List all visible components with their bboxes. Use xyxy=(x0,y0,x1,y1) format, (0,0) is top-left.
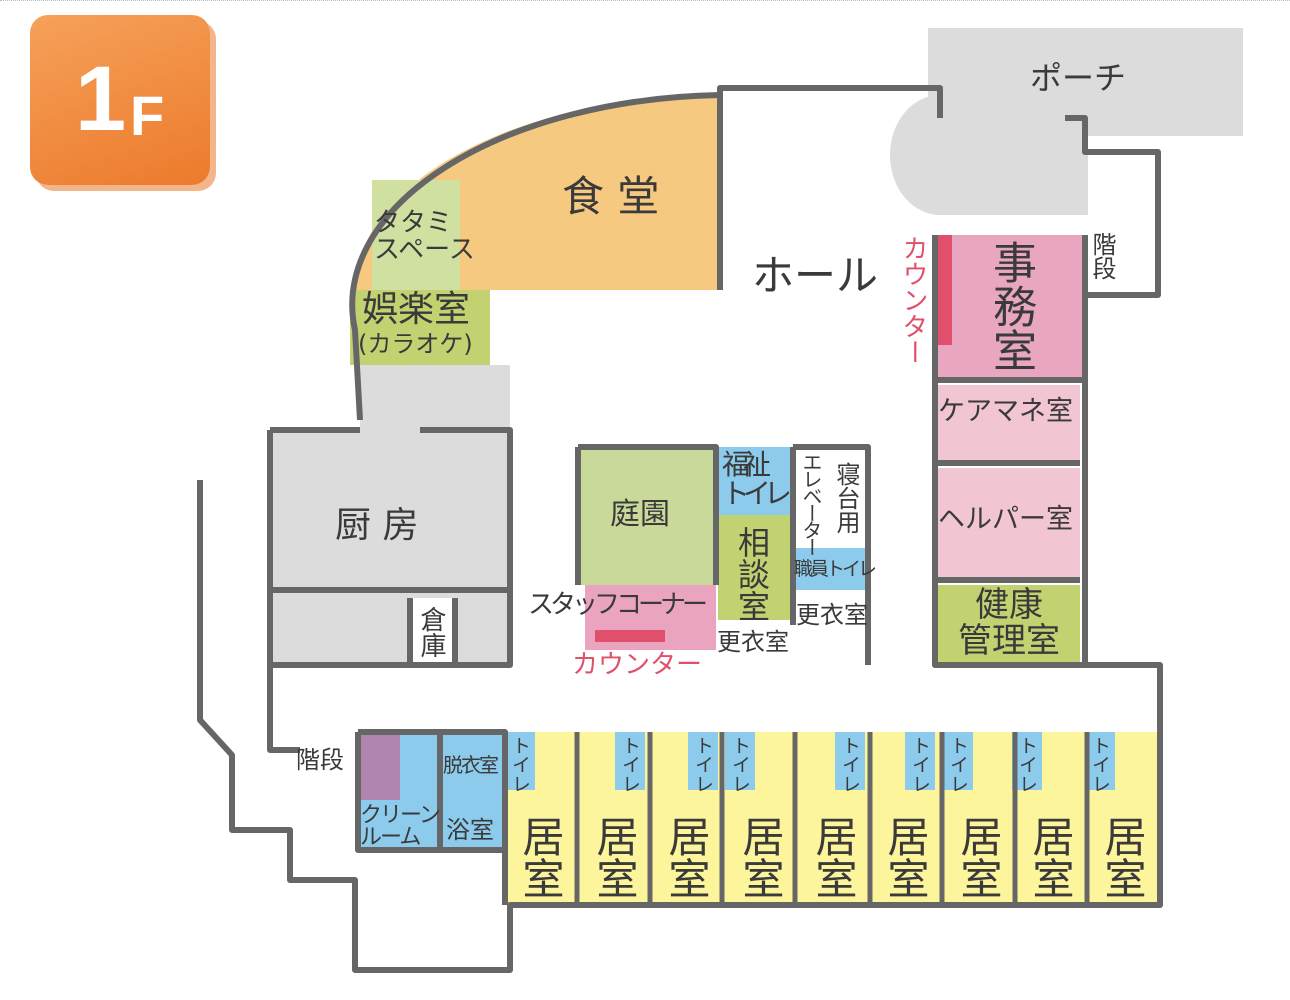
karaoke-area xyxy=(350,290,490,365)
staff-toilet-label: 職員トイレ xyxy=(794,558,877,580)
staff-toilet-area xyxy=(793,548,868,590)
office-counter-bar xyxy=(935,235,952,345)
toilet-box xyxy=(905,732,935,790)
living-rooms-area xyxy=(505,732,1160,905)
elevator-label: エレベーター xyxy=(799,452,823,554)
garden-area xyxy=(578,447,716,585)
floor-badge: 1 F xyxy=(30,15,210,185)
clean-room-fixture xyxy=(360,735,400,800)
bath-label: 浴室 xyxy=(446,816,494,844)
toilet-label: トイレ xyxy=(1089,736,1111,793)
toilet-box xyxy=(835,732,865,790)
toilet-label: トイレ xyxy=(1016,736,1038,793)
welfare-toilet-label: 福祉 トイレ xyxy=(722,448,792,511)
tatami-label: タタミ スペース xyxy=(374,208,475,266)
living-room-label: 居室 xyxy=(736,815,785,899)
floor-suffix: F xyxy=(130,84,165,147)
toilet-label: トイレ xyxy=(509,736,531,793)
welfare-toilet-area xyxy=(718,447,790,515)
toilet-label: トイレ xyxy=(909,736,931,793)
karaoke-sub-label: (カラオケ) xyxy=(358,330,473,358)
consult-label: 相談室 xyxy=(733,526,771,622)
living-room-label: 居室 xyxy=(881,815,930,899)
bed-use-label: 寝台用 xyxy=(832,462,860,534)
staff-corner-label: スタッフコーナー xyxy=(528,590,708,620)
walls xyxy=(197,85,1163,973)
corridor-grey xyxy=(360,365,510,430)
toilet-box xyxy=(615,732,645,790)
office-counter-label: カウンター xyxy=(898,235,928,365)
karaoke-label: 娯楽室 xyxy=(362,289,471,330)
consult-area xyxy=(718,515,790,620)
locker-label-1: 更衣室 xyxy=(796,601,868,629)
office-area xyxy=(935,235,1085,380)
toilet-label: トイレ xyxy=(619,736,641,793)
hall-label: ホール xyxy=(752,251,879,300)
living-room-label: 居室 xyxy=(590,815,639,899)
living-room-label: 居室 xyxy=(1098,815,1147,899)
stairs-sw-label: 階段 xyxy=(296,746,344,774)
toilet-box xyxy=(505,732,535,790)
toilet-box xyxy=(688,732,718,790)
undress-label: 脱衣室 xyxy=(443,753,499,777)
top-divider xyxy=(0,0,1290,1)
toilet-label: トイレ xyxy=(947,736,969,793)
health-label: 健康 管理室 xyxy=(958,585,1060,661)
helper-label: ヘルパー室 xyxy=(938,504,1073,535)
health-area xyxy=(935,585,1080,665)
kitchen-area xyxy=(270,430,510,665)
helper-area xyxy=(935,468,1080,580)
dining-label: 食 堂 xyxy=(562,172,660,221)
garden-label: 庭園 xyxy=(610,497,670,532)
living-room-label: 居室 xyxy=(662,815,711,899)
staff-counter-label: カウンター xyxy=(572,650,703,680)
storage-label: 倉庫 xyxy=(416,606,446,658)
living-room-label: 居室 xyxy=(954,815,1003,899)
bath-area xyxy=(442,732,505,850)
tatami-area xyxy=(372,180,460,290)
porch-curve xyxy=(890,95,1088,215)
toilet-box xyxy=(1085,732,1115,790)
office-label: 事務室 xyxy=(985,240,1036,372)
toilet-label: トイレ xyxy=(839,736,861,793)
stairs-ne-label: 階段 xyxy=(1088,232,1116,280)
porch-label: ポーチ xyxy=(1030,59,1127,97)
caremanager-area xyxy=(935,385,1080,463)
locker-label-2: 更衣室 xyxy=(717,628,789,656)
storage-area xyxy=(410,598,455,665)
caremanager-label: ケアマネ室 xyxy=(938,396,1073,427)
toilet-label: トイレ xyxy=(692,736,714,793)
toilet-label: トイレ xyxy=(729,736,751,793)
toilet-box xyxy=(725,732,755,790)
toilet-box xyxy=(943,732,973,790)
living-room-label: 居室 xyxy=(516,815,565,899)
clean-room-label: クリーン ルーム xyxy=(360,803,441,850)
kitchen-label: 厨 房 xyxy=(335,505,419,546)
staff-counter-bar xyxy=(595,630,665,642)
living-room-label: 居室 xyxy=(1026,815,1075,899)
floor-number: 1 xyxy=(75,48,127,150)
living-room-label: 居室 xyxy=(809,815,858,899)
